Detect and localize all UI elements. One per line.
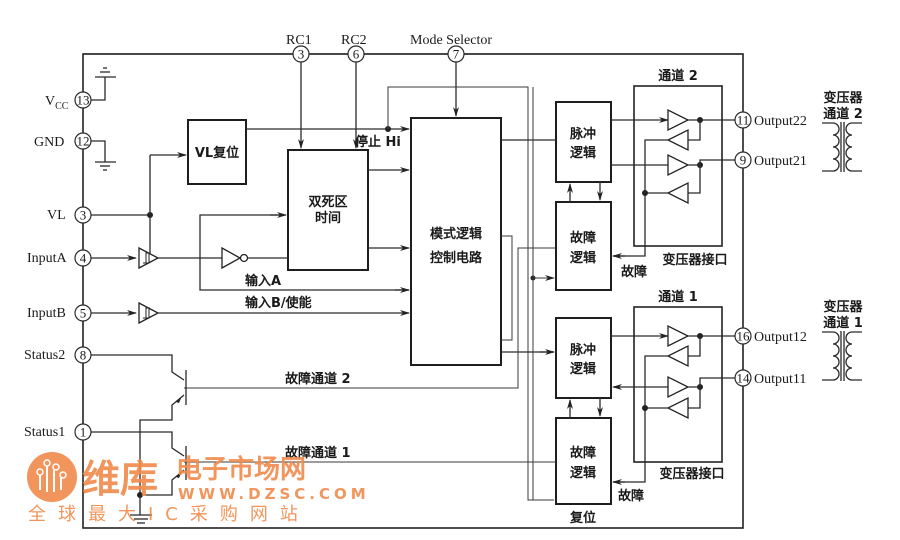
channel1-label: 通道 1	[658, 289, 698, 305]
pin-vcc: VCC 13	[45, 91, 92, 112]
watermark-url: WWW.DZSC.COM	[178, 485, 370, 503]
channel2-driver-box: 通道 2 变压器接口	[633, 68, 728, 268]
pin-label-inputb: InputB	[27, 306, 66, 321]
pin-inputa: InputA 4	[27, 249, 92, 267]
schmitt-buffer-a	[138, 246, 160, 270]
pin-output21: 9 Output21	[734, 151, 807, 169]
pin-label-output11: Output11	[754, 372, 806, 387]
transformer-channel2: 变压器 通道 2	[822, 90, 863, 172]
pin-label-output12: Output12	[754, 330, 807, 345]
dead-time-block: 双死区 时间	[287, 149, 369, 271]
transformer-interface-label: 变压器接口	[662, 252, 727, 268]
status1-transistor	[91, 431, 187, 496]
pin-output22: 11 Output22	[734, 111, 807, 129]
dead-time-label: 双死区	[308, 195, 347, 210]
transformer-label: 变压器	[823, 90, 863, 106]
ground-symbol-vcc	[91, 67, 116, 101]
watermark-slogan: 全球最大IC采购网站	[28, 504, 310, 525]
channel1-driver-box: 通道 1 变压器接口	[633, 289, 725, 482]
vl-reset-block: VL复位	[187, 119, 247, 185]
pulse-logic-ch2-block: 脉冲 逻辑	[555, 101, 612, 183]
fault-label: 故障	[618, 488, 644, 504]
input-b-enable-label: 输入B/使能	[245, 295, 312, 311]
pin-inputb: InputB 5	[27, 304, 92, 322]
vl-reset-label: VL复位	[195, 145, 239, 161]
inverter	[221, 246, 249, 270]
mode-logic-block: 模式逻辑 控制电路	[410, 117, 502, 366]
channel2-drivers	[611, 108, 735, 259]
pin-status2: Status2 8	[24, 346, 92, 364]
reset-label: 复位	[569, 510, 596, 526]
fault-logic-label: 故障	[570, 230, 596, 246]
fault-label: 故障	[621, 264, 647, 280]
pin-label-output22: Output22	[754, 114, 807, 129]
pin-number: 4	[80, 251, 87, 266]
pin-number: 9	[740, 153, 747, 168]
transformer-interface-label: 变压器接口	[659, 466, 724, 482]
pin-gnd: GND 12	[34, 132, 92, 150]
pin-label-status1: Status1	[24, 425, 65, 440]
input-a-label: 输入A	[245, 273, 281, 289]
pin-output12: 16 Output12	[734, 327, 807, 345]
schmitt-buffer-b	[138, 301, 160, 325]
watermark-brand: 维库	[82, 457, 158, 501]
pin-number: 5	[80, 306, 87, 321]
pin-label-mode-selector: Mode Selector	[410, 33, 492, 48]
pin-label-status2: Status2	[24, 348, 65, 363]
fault-channel2-label: 故障通道 2	[285, 371, 351, 387]
pin-mode-selector: Mode Selector 7	[410, 33, 492, 63]
transformer-channel1: 变压器 通道 1	[822, 299, 863, 381]
pin-label-output21: Output21	[754, 154, 807, 169]
pin-number: 11	[737, 113, 750, 128]
fault-logic-ch1-block: 故障 逻辑	[555, 417, 612, 505]
fault-logic-ch2-block: 故障 逻辑	[555, 201, 612, 291]
watermark-logo-icon	[27, 452, 77, 502]
pin-number: 12	[77, 134, 90, 149]
pin-label-inputa: InputA	[27, 251, 68, 266]
pin-output11: 14 Output11	[734, 369, 806, 387]
mode-logic-label: 控制电路	[430, 250, 483, 266]
pin-number: 3	[298, 47, 305, 62]
pulse-logic-label: 脉冲	[569, 126, 596, 142]
transformer-label: 通道 1	[823, 315, 863, 331]
ground-symbol-status	[130, 495, 152, 524]
ground-symbol-gnd	[91, 140, 116, 171]
mode-logic-label: 模式逻辑	[430, 226, 482, 242]
pulse-logic-label: 逻辑	[570, 145, 596, 161]
channel2-label: 通道 2	[658, 68, 698, 84]
stop-hi-label: 停止 Hi	[355, 134, 401, 150]
pin-label-vcc: VCC	[45, 94, 69, 112]
pin-number: 13	[77, 93, 90, 108]
dead-time-label: 时间	[315, 210, 341, 226]
pin-vl: VL 3	[47, 206, 92, 224]
pin-label-rc1: RC1	[286, 33, 312, 48]
status2-transistor	[91, 354, 187, 495]
pin-rc1: RC1 3	[286, 33, 312, 63]
channel1-drivers	[611, 324, 735, 485]
pin-number: 3	[80, 208, 87, 223]
pin-label-gnd: GND	[34, 135, 64, 150]
pulse-logic-label: 逻辑	[570, 361, 596, 377]
pulse-logic-label: 脉冲	[569, 342, 596, 358]
pin-number: 16	[737, 329, 751, 344]
pin-rc2: RC2 6	[341, 33, 367, 63]
fault-logic-label: 逻辑	[570, 250, 596, 266]
pin-number: 14	[737, 371, 751, 386]
pin-label-rc2: RC2	[341, 33, 367, 48]
fault-logic-label: 逻辑	[570, 465, 596, 481]
watermark: 维库 电子市场网 WWW.DZSC.COM 全球最大IC采购网站	[27, 452, 370, 525]
transformer-label: 通道 2	[823, 106, 863, 122]
pin-number: 6	[353, 47, 360, 62]
pin-status1: Status1 1	[24, 423, 92, 441]
pulse-logic-ch1-block: 脉冲 逻辑	[555, 317, 612, 399]
fault-channel1-label: 故障通道 1	[285, 445, 351, 461]
pin-number: 1	[80, 425, 87, 440]
pin-label-vl: VL	[47, 208, 66, 223]
fault-logic-label: 故障	[570, 445, 596, 461]
transformer-label: 变压器	[823, 299, 863, 315]
pin-number: 7	[453, 47, 460, 62]
watermark-brand-sub: 电子市场网	[176, 454, 306, 485]
pin-number: 8	[80, 348, 87, 363]
